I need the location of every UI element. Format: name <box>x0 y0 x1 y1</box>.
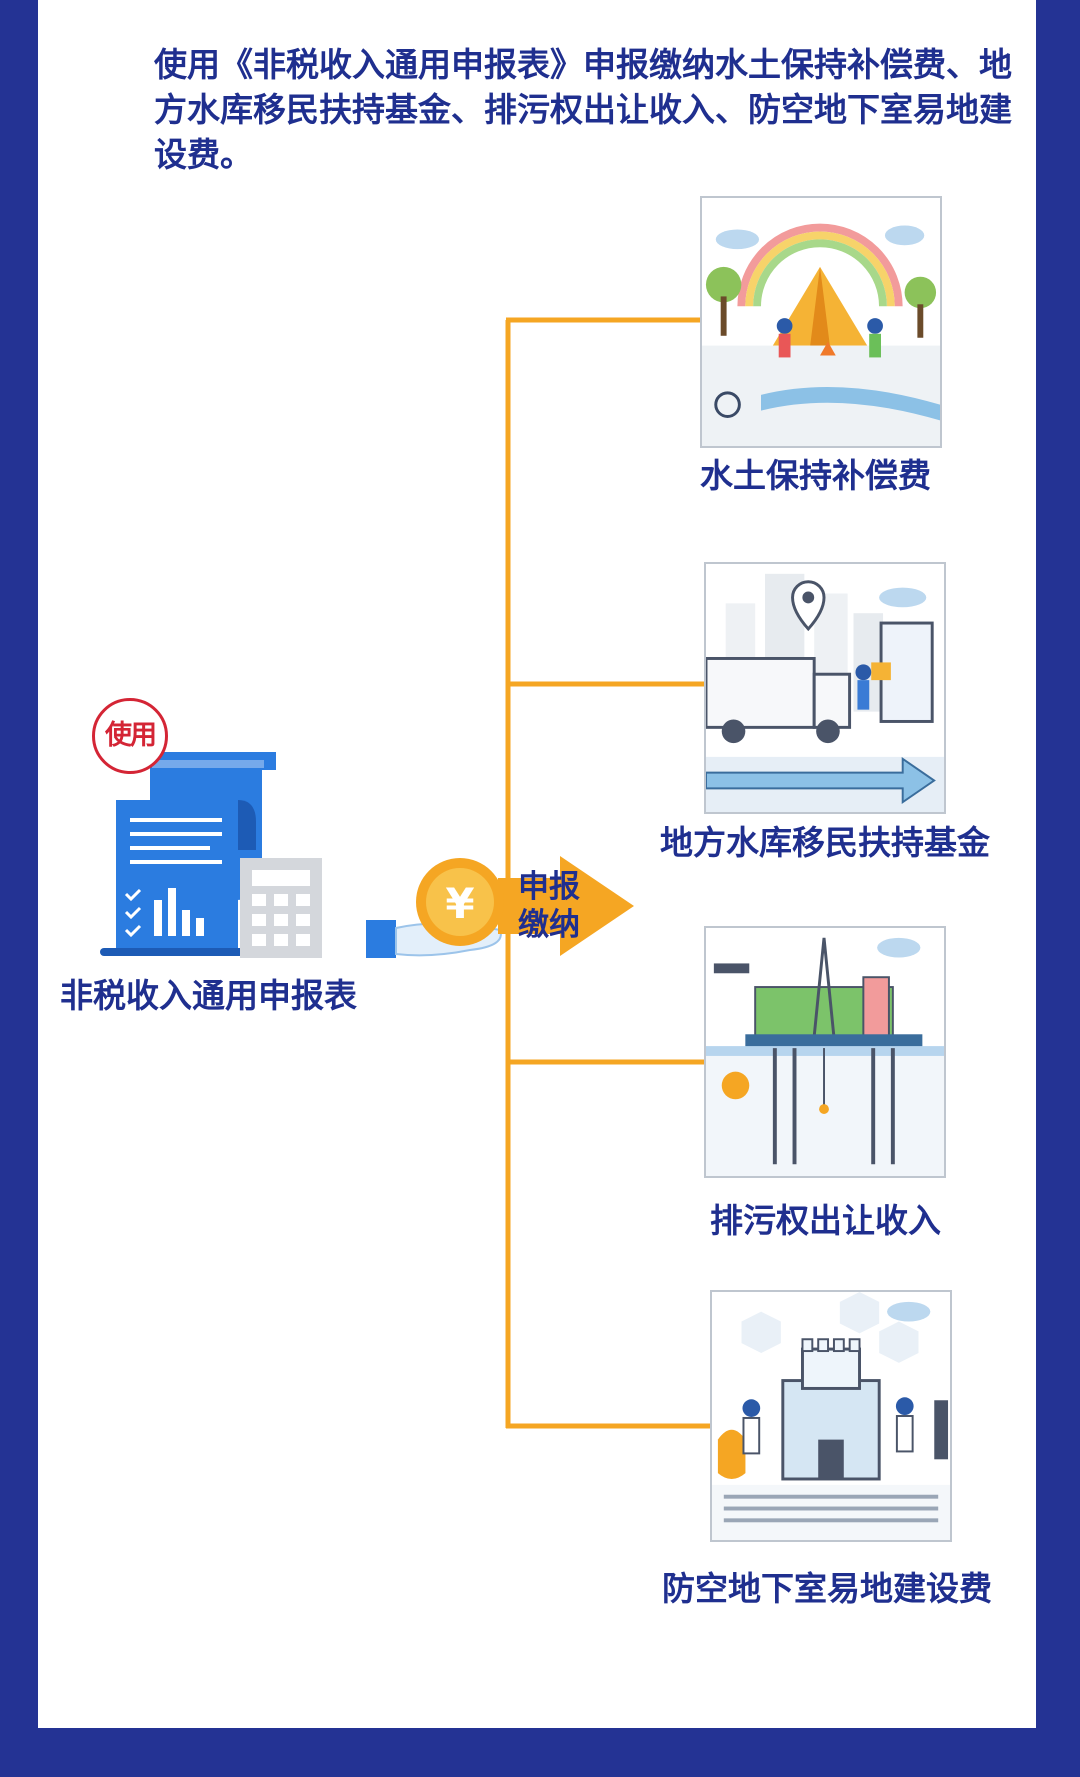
branch-label-4: 防空地下室易地建设费 <box>662 1569 992 1608</box>
connector-lines <box>505 317 712 1429</box>
branch-label-2: 地方水库移民扶持基金 <box>660 823 990 862</box>
offshore-oil-platform-illustration <box>704 926 946 1178</box>
branch-label-3: 排污权出让收入 <box>710 1201 941 1240</box>
fortress-tower-illustration <box>710 1290 952 1542</box>
calculator-icon <box>240 858 322 958</box>
coin-symbol: ¥ <box>445 879 474 928</box>
camping-landscape-illustration <box>700 196 942 448</box>
use-stamp: 使用 <box>92 698 168 774</box>
declare-pay-label: 申报 缴纳 <box>518 869 580 943</box>
intro-paragraph: 使用《非税收入通用申报表》申报缴纳水土保持补偿费、地方水库移民扶持基金、排污权出… <box>154 45 1012 174</box>
city-relocation-truck-illustration <box>704 562 946 814</box>
form-document-icon <box>100 752 276 956</box>
yuan-coin-icon: ¥ <box>416 858 504 946</box>
form-label: 非税收入通用申报表 <box>60 976 357 1015</box>
payment-arrow-icon <box>498 856 634 956</box>
branch-label-1: 水土保持补偿费 <box>700 456 931 495</box>
